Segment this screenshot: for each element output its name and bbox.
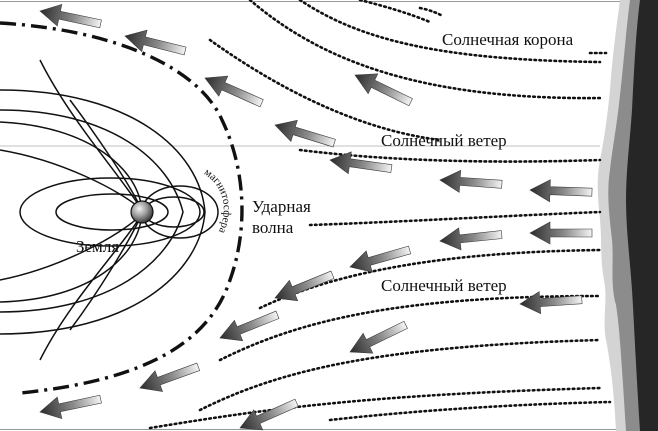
field-line — [40, 214, 142, 360]
earth-label: Земля — [76, 237, 119, 256]
solar-corona — [598, 0, 658, 431]
streamline — [210, 40, 440, 140]
solar-wind-arrow — [519, 289, 582, 315]
streamline — [330, 402, 610, 420]
solar-wind-arrow — [328, 149, 392, 179]
solar-corona-label: Солнечная корона — [442, 30, 574, 49]
streamline — [200, 340, 600, 410]
solar-wind-arrow — [530, 222, 592, 244]
solar-wind-arrow — [236, 393, 302, 431]
solar-wind-arrow — [38, 0, 103, 34]
bow-shock-label-line2: волна — [252, 218, 294, 237]
solar-wind-arrow — [530, 179, 593, 203]
solar-wind-arrow — [439, 224, 503, 252]
magnetic-field-lines — [0, 60, 218, 360]
solar-wind-streamlines — [150, 0, 610, 428]
solar-wind-label-top: Солнечный ветер — [381, 131, 507, 150]
streamline — [360, 0, 430, 22]
magnetosphere-label: магнитосфера — [202, 166, 233, 235]
solar-wind-label-bottom: Солнечный ветер — [381, 276, 507, 295]
streamline — [150, 388, 600, 428]
earth-globe — [131, 201, 153, 223]
solar-wind-arrow — [271, 265, 337, 309]
streamline — [420, 8, 442, 16]
solar-wind-arrow — [122, 25, 187, 61]
solar-wind-arrow — [347, 239, 413, 277]
bow-shock-label-line1: Ударная — [252, 197, 311, 216]
field-line — [40, 60, 142, 210]
solar-wind-arrow — [38, 388, 103, 422]
solar-wind-arrow — [272, 114, 338, 153]
solar-wind-arrow — [439, 169, 502, 195]
streamline — [310, 212, 600, 225]
field-line — [0, 90, 205, 334]
solar-wind-arrow — [216, 305, 282, 349]
solar-wind-arrow — [201, 68, 267, 113]
